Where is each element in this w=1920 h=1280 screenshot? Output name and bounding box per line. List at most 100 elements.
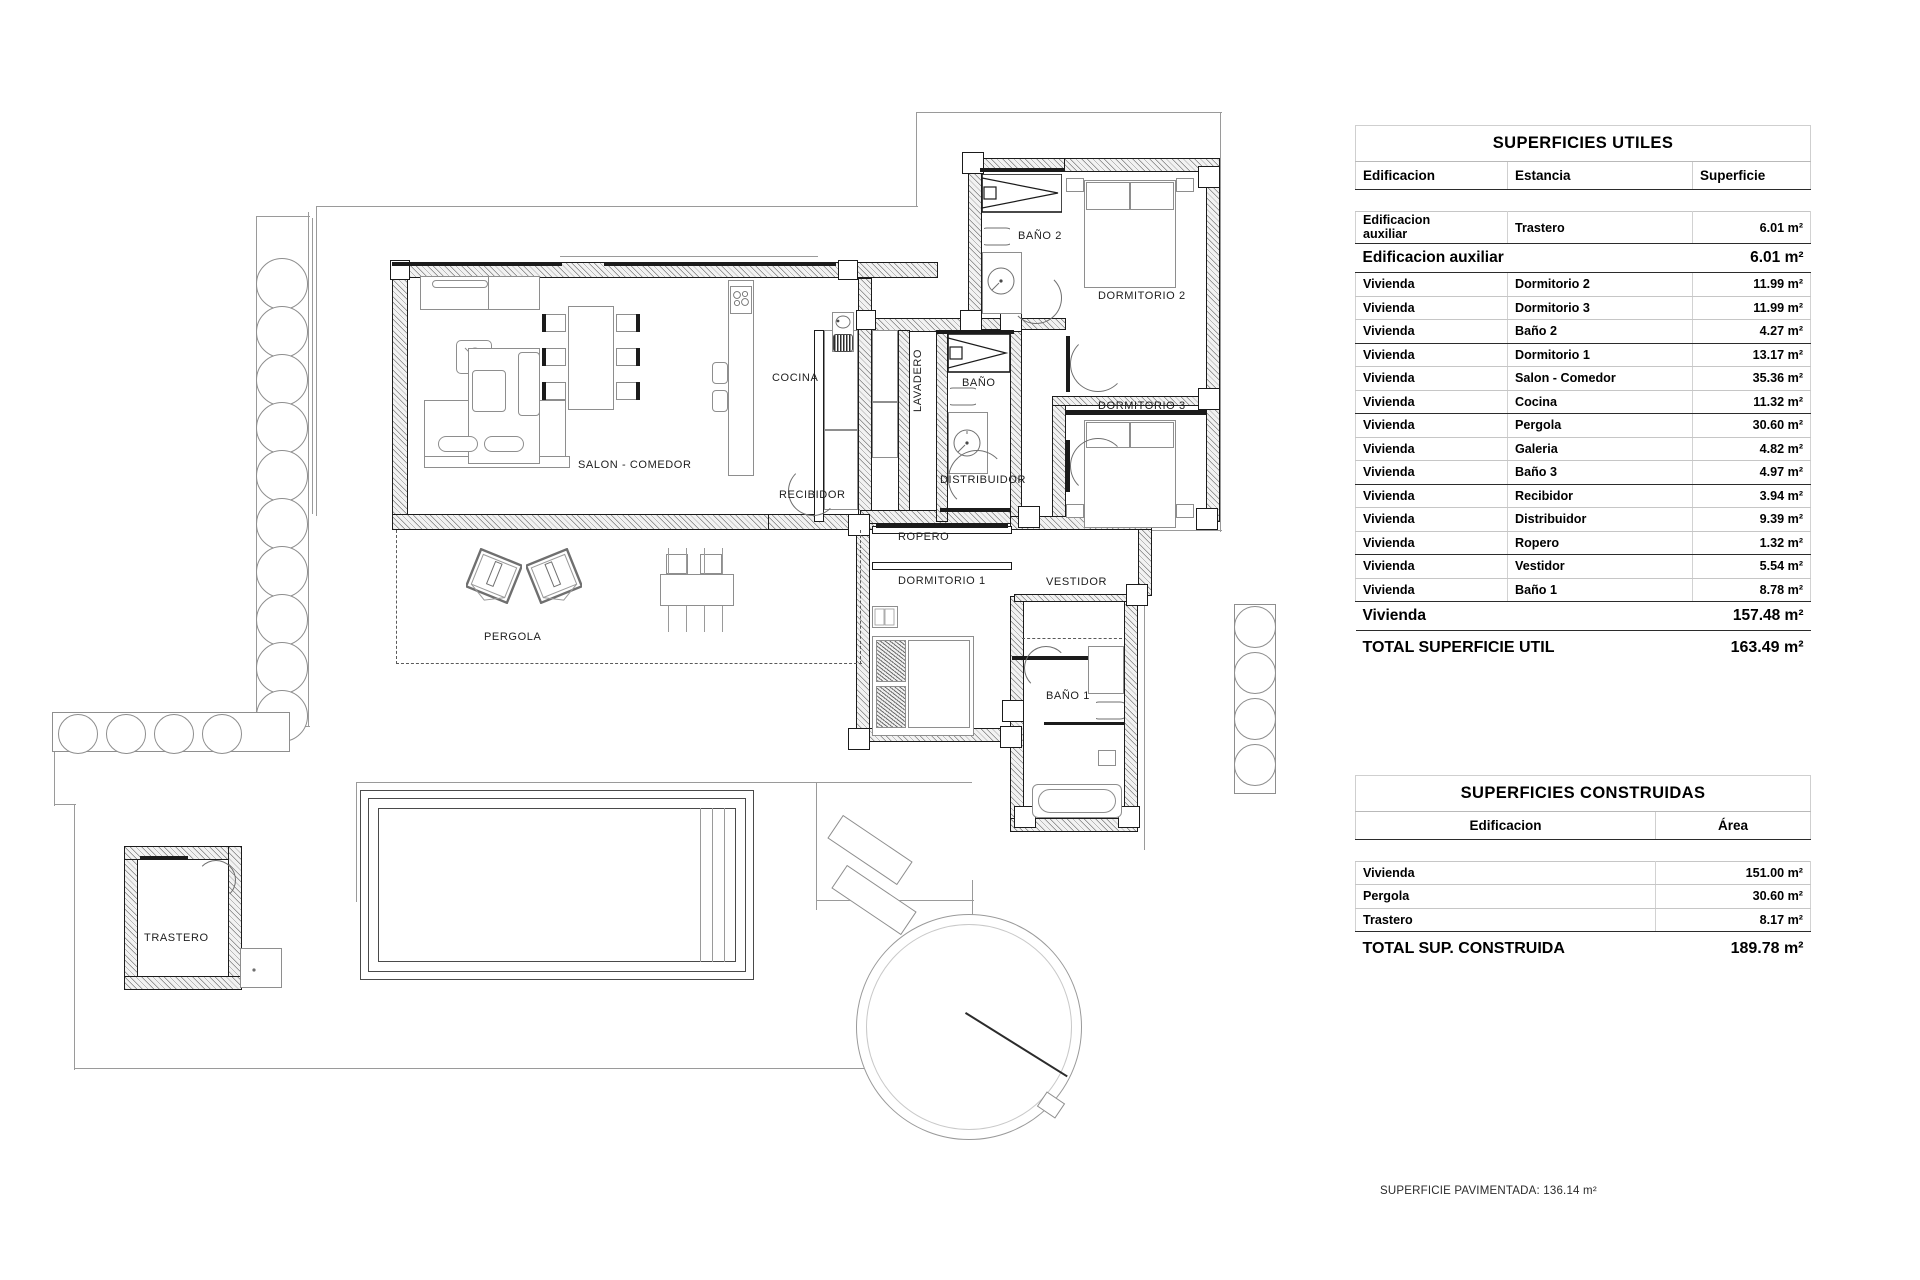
room-label-vestidor: VESTIDOR [1046,576,1108,588]
site-pool-yard-r2 [972,880,974,904]
sink-icon [835,315,851,329]
dining-chair-back [636,382,640,400]
door-header [980,168,1064,172]
outdoor-chair-leg [668,548,670,574]
dining-chair-back [636,314,640,332]
floor-plan-drawing: SALON - COMEDOR COCINA LAVADERO [52,112,1276,1140]
wall-wing-west [856,524,870,742]
outdoor-chair [666,554,688,574]
cell-estancia: Baño 1 [1507,578,1693,603]
equipment-detail-icon [252,968,256,972]
cell-edificacion: Pergola [1355,884,1656,909]
hedge-shrub [154,714,194,754]
kitchen-stool [712,362,728,384]
site-bottom-left-d [74,804,76,1070]
pillar [1126,584,1148,606]
utiles-col-estancia: Estancia [1507,161,1693,190]
cell-superficie: 35.36 m² [1691,366,1812,391]
wall-bano-east [1010,318,1022,524]
cell-area: 30.60 m² [1655,884,1811,909]
cell-area: 151.00 m² [1655,860,1811,886]
pillar [1000,726,1022,748]
table-row: Vivienda Ropero 1.32 m² [1355,531,1812,556]
cell-superficie: 6.01 m² [1691,210,1812,245]
cell-estancia: Galeria [1507,437,1693,462]
construidas-col-edificacion: Edificacion [1355,811,1656,840]
pillar [1198,166,1220,188]
trastero-door-header [140,856,188,860]
trastero-wall-south [124,976,242,990]
site-bottom-left-b [54,726,56,806]
room-label-dormitorio-1: DORMITORIO 1 [898,575,986,587]
kitchen-base-unit [824,430,858,510]
dining-table [568,306,614,410]
cell-superficie: 9.39 m² [1691,507,1812,532]
utiles-col-edificacion: Edificacion [1355,161,1508,190]
dining-chair-back [542,348,546,366]
bano-door-swing-icon [948,450,1006,508]
pergola-outline-right [860,530,861,664]
hedge-shrub [202,714,242,754]
room-label-bano-2: BAÑO 2 [1018,230,1062,242]
sofa-cushion [438,436,478,452]
table-row: Vivienda Dormitorio 1 13.17 m² [1355,343,1812,368]
room-label-bano-1: BAÑO 1 [1046,690,1090,702]
room-label-salon-comedor: SALON - COMEDOR [578,459,692,471]
room-label-lavadero: LAVADERO [912,348,924,412]
table-row: Vivienda Baño 2 4.27 m² [1355,319,1812,344]
table-row: Vivienda 151.00 m² [1355,860,1811,886]
nightstand [1066,504,1084,518]
cell-superficie: 1.32 m² [1691,531,1812,556]
outdoor-chair-leg [668,606,670,632]
total-label: TOTAL SUPERFICIE UTIL [1362,638,1555,656]
site-boundary-right-3 [1144,530,1146,850]
outdoor-chair-leg [722,548,724,574]
room-label-pergola: PERGOLA [484,631,542,643]
cell-estancia: Recibidor [1507,484,1693,509]
table-row: Vivienda Vestidor 5.54 m² [1355,554,1812,579]
outdoor-chair-leg [686,606,688,632]
door-header [604,262,836,266]
total-value: 189.78 m² [1730,939,1804,957]
lavadero-shelf [872,402,898,458]
site-boundary-left [316,206,318,516]
door-header [940,508,1010,512]
site-boundary-top-2 [916,112,918,207]
construidas-col-area: Área [1655,811,1811,840]
door-header [876,524,1008,528]
sofa-cushion [484,436,524,452]
site-boundary-top [316,206,918,208]
table-row: Vivienda Salon - Comedor 35.36 m² [1355,366,1812,391]
cell-superficie: 3.94 m² [1691,484,1812,509]
pillar [1002,700,1024,722]
cell-edificacion: Vivienda [1355,860,1656,886]
site-pool-yard-l [356,782,358,902]
cell-edificacion: Vivienda [1355,531,1508,556]
cell-estancia: Baño 3 [1507,460,1693,485]
pillow [1130,422,1174,448]
cell-edificacion: Vivienda [1355,554,1508,579]
site-boundary-right [1220,112,1222,532]
door-header [1066,440,1070,492]
sink-basin-icon [953,429,981,457]
cell-estancia: Baño 2 [1507,319,1693,344]
pillar [856,310,876,330]
wall-bano-west [936,330,948,522]
dormitorio3-door-swing-icon [1070,438,1126,494]
wall-vestidor-south [1014,594,1140,602]
subtotal-value: 157.48 m² [1692,601,1811,632]
pillar [1018,506,1040,528]
bed-textile [876,640,906,682]
footer-note: SUPERFICIE PAVIMENTADA: 136.14 m² [1380,1185,1597,1197]
hedge-shrub [1234,698,1276,740]
nightstand [1066,178,1084,192]
room-label-distribuidor: DISTRIBUIDOR [940,474,1027,486]
bed-textile [876,686,906,728]
hedge-shrub [1234,606,1276,648]
utiles-total-row: TOTAL SUPERFICIE UTIL 163.49 m² [1356,631,1811,665]
utiles-col-superficie: Superficie [1691,161,1812,190]
superficies-construidas-table: SUPERFICIES CONSTRUIDAS Edificacion Área… [1355,774,1811,966]
cell-superficie: 5.54 m² [1691,554,1812,579]
outdoor-chair-leg [704,606,706,632]
cell-estancia: Dormitorio 2 [1507,272,1693,297]
